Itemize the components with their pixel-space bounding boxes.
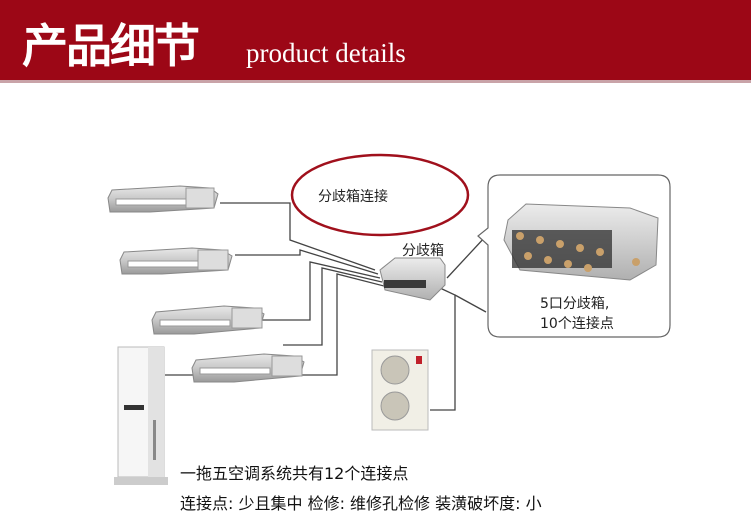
branch-box-label: 分歧箱 <box>402 243 444 259</box>
caption-line-2: 连接点: 少且集中 检修: 维修孔检修 装潢破坏度: 小 <box>180 494 542 513</box>
callout-oval <box>290 153 470 237</box>
banner-title-en: product details <box>246 38 406 68</box>
header-banner: 产品细节 product details <box>0 0 751 83</box>
floor-standing-unit <box>114 346 168 485</box>
detail-line-2: 10个连接点 <box>540 316 614 332</box>
ducted-unit-1 <box>107 185 219 213</box>
banner-title-cn: 产品细节 <box>22 19 200 73</box>
branch-box-large <box>503 203 659 281</box>
callout-oval-label: 分歧箱连接 <box>318 189 388 205</box>
detail-line-1: 5口分歧箱, <box>540 296 610 312</box>
ducted-unit-3 <box>151 305 265 335</box>
outdoor-unit <box>371 349 429 431</box>
ducted-unit-2 <box>119 247 233 275</box>
ducted-unit-4 <box>191 353 305 383</box>
branch-box-small <box>379 257 446 301</box>
caption-line-1: 一拖五空调系统共有12个连接点 <box>180 464 409 483</box>
